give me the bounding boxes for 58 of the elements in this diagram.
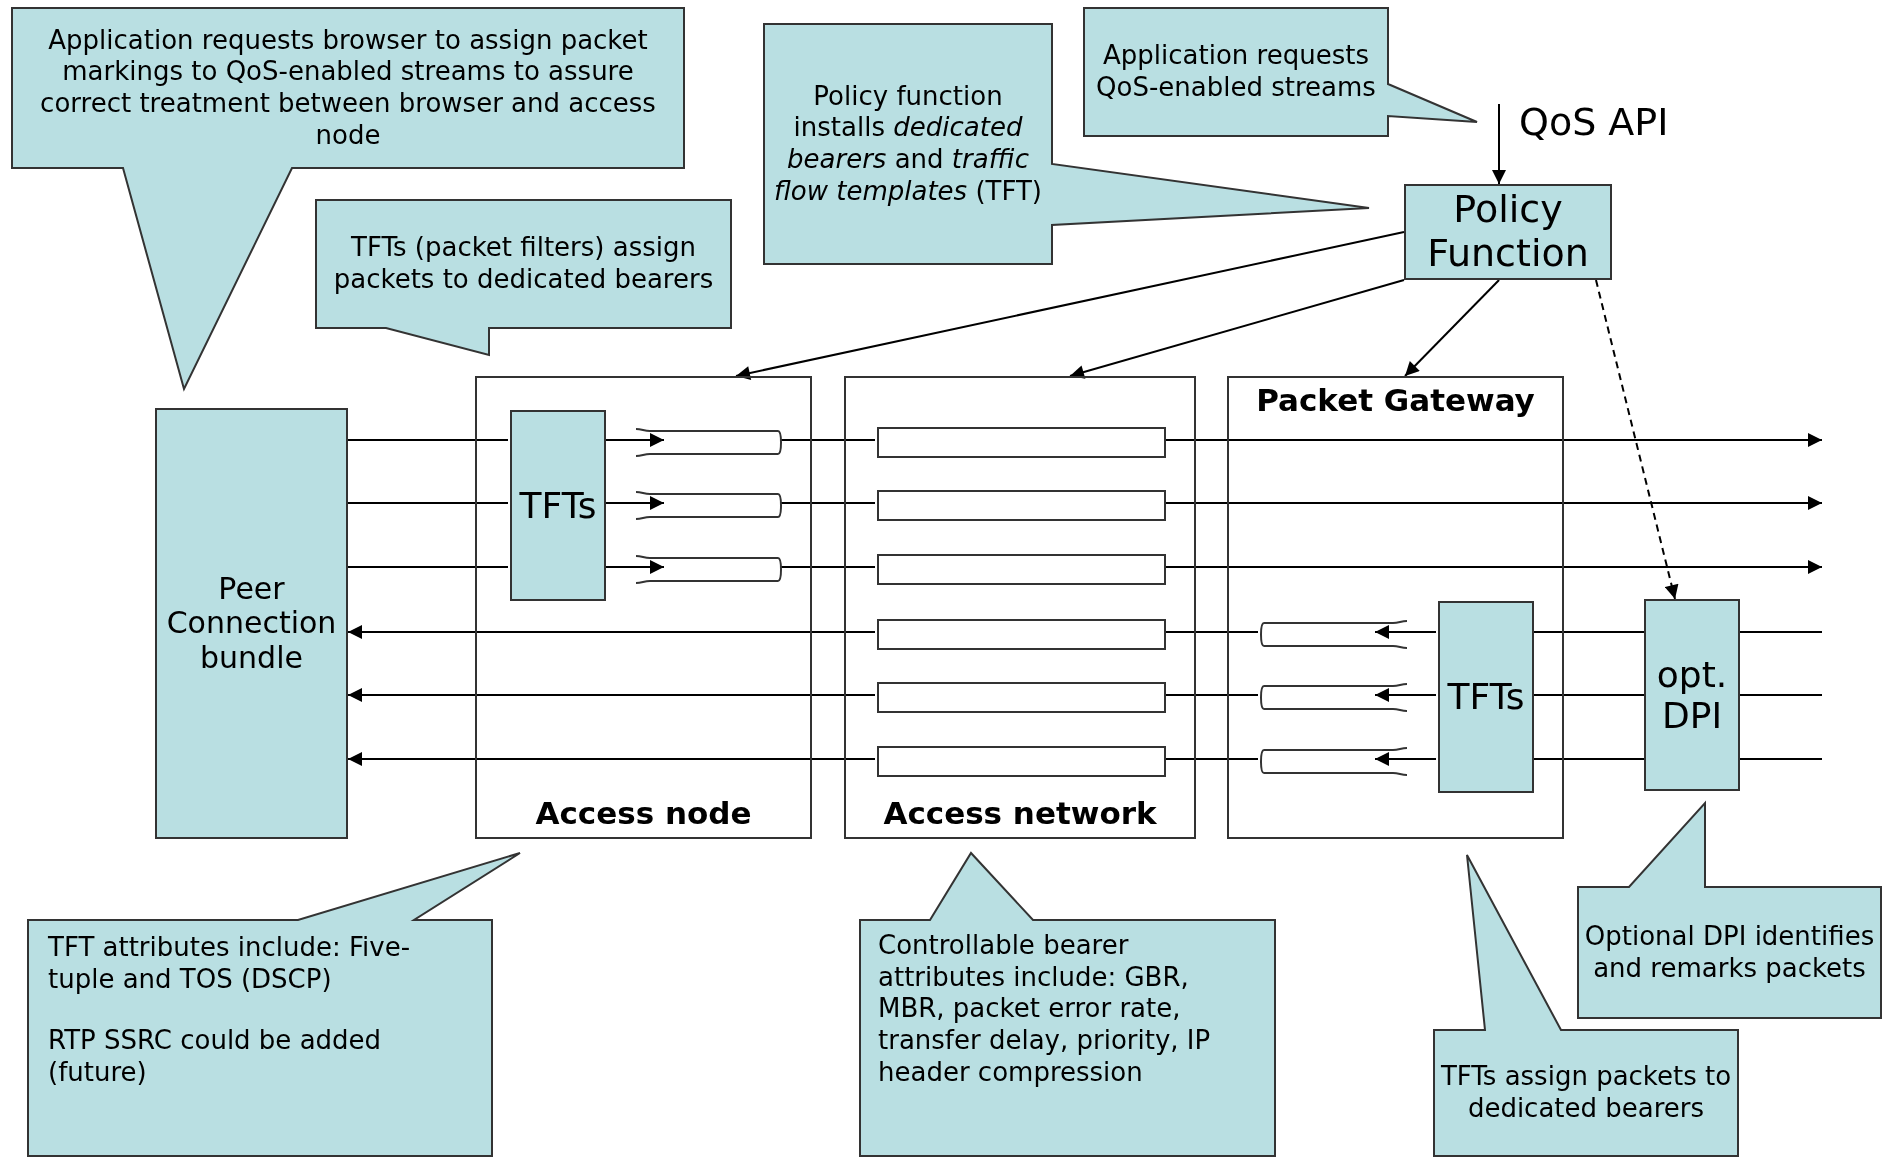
connector-line bbox=[347, 439, 509, 441]
connector-line bbox=[779, 566, 876, 568]
callout-text: RTP SSRC could be added (future) bbox=[48, 1025, 383, 1089]
bearer-tube bbox=[636, 491, 782, 520]
callout-text: Optional DPI identifies and remarks packets bbox=[1584, 920, 1875, 985]
callout-text: TFTs assign packets to dedicated bearers bbox=[1440, 1061, 1732, 1125]
inspection-box: opt. DPI bbox=[1644, 599, 1740, 791]
arrow bbox=[1374, 625, 1437, 639]
callout-text: Application requests QoS-enabled streams bbox=[1095, 40, 1377, 104]
connector-line bbox=[1739, 694, 1823, 696]
speech-callout bbox=[316, 200, 731, 355]
container-box bbox=[475, 376, 812, 839]
callout-text: Policy function installs dedicated bearers and traffic flow templates (TFT) bbox=[773, 80, 1043, 208]
arrow bbox=[1595, 279, 1679, 600]
bearer-tube bbox=[636, 555, 782, 584]
filter-box: TFTs bbox=[510, 410, 606, 601]
speech-callout bbox=[860, 853, 1275, 1156]
container-box bbox=[844, 376, 1196, 839]
bearer-tube bbox=[636, 428, 782, 457]
bearer-bar bbox=[877, 746, 1166, 777]
arrow bbox=[347, 752, 876, 766]
connector-line bbox=[347, 566, 509, 568]
connector-line bbox=[779, 439, 876, 441]
arrow bbox=[1069, 279, 1405, 379]
bearer-bar bbox=[877, 427, 1166, 458]
box-label: Access node bbox=[534, 795, 753, 831]
bearer-bar bbox=[877, 682, 1166, 713]
arrow bbox=[735, 231, 1405, 380]
callout-text: TFT attributes include: Five-tuple and TOS (DSCP) bbox=[48, 932, 412, 996]
bearer-tube bbox=[1260, 747, 1407, 776]
bearer-tube bbox=[1260, 683, 1407, 712]
container-box bbox=[1227, 376, 1564, 839]
connector-line bbox=[1739, 631, 1823, 633]
connector-line bbox=[779, 502, 876, 504]
bearer-bar bbox=[877, 490, 1166, 521]
speech-callout bbox=[28, 853, 520, 1156]
speech-callout bbox=[1578, 803, 1881, 1018]
callout-text: Application requests browser to assign packet markings to QoS-enabled streams to assure correct treatment between browser and access node bbox=[39, 24, 657, 152]
connector-line bbox=[347, 502, 509, 504]
bearer-tube bbox=[1260, 620, 1407, 649]
arrow bbox=[1374, 752, 1437, 766]
api-label: QoS API bbox=[1519, 100, 1669, 144]
speech-callout bbox=[1084, 8, 1477, 136]
arrow bbox=[1404, 279, 1501, 377]
callout-text: TFTs (packet filters) assign packets to dedicated bearers bbox=[332, 232, 715, 296]
box-label: Packet Gateway bbox=[1255, 382, 1536, 418]
arrow bbox=[1492, 103, 1506, 185]
callout-text: Controllable bearer attributes include: GBR, MBR, packet error rate, transfer delay, priority, IP header compression bbox=[878, 930, 1212, 1089]
box-label: Access network bbox=[882, 795, 1158, 831]
function-box: Policy Function bbox=[1404, 184, 1612, 280]
arrow bbox=[347, 625, 876, 639]
filter-box: TFTs bbox=[1438, 601, 1534, 793]
bundle-box: Peer Connection bundle bbox=[155, 408, 348, 839]
arrow bbox=[1374, 688, 1437, 702]
bearer-bar bbox=[877, 619, 1166, 650]
connector-line bbox=[1739, 758, 1823, 760]
arrow bbox=[347, 688, 876, 702]
bearer-bar bbox=[877, 554, 1166, 585]
